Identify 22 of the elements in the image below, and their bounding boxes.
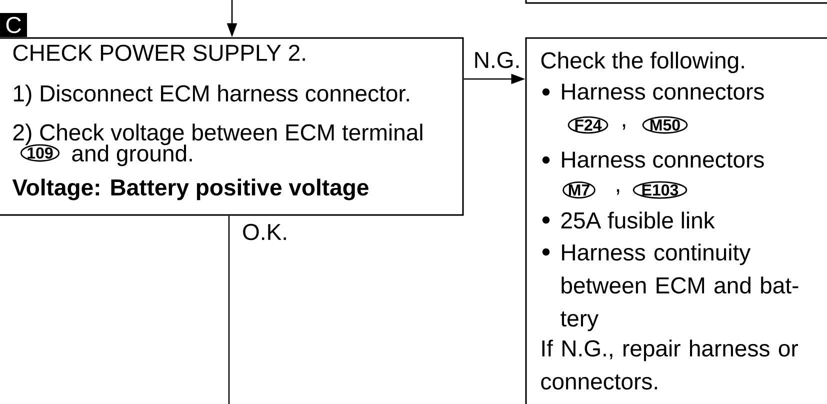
check-item: 25A fusible link <box>561 212 715 229</box>
connector-code: M50 <box>642 116 688 134</box>
edge-label: N.G. <box>472 50 522 70</box>
step-badge: C <box>0 13 28 37</box>
connector-code: F24 <box>568 116 608 134</box>
instruction-text: and ground. <box>72 144 192 166</box>
instruction-text: If N.G., repair harness or connectors. <box>541 340 798 390</box>
connector-code: E103 <box>632 181 688 199</box>
check-item: Harness connectors <box>562 152 764 168</box>
step-title: CHECK POWER SUPPLY 2. <box>13 44 305 61</box>
check-item: Harness continuity between ECM and bat- tery <box>560 244 798 332</box>
comma: , <box>616 189 620 195</box>
edge-label: O.K. <box>241 222 290 242</box>
box <box>525 0 827 4</box>
instruction-text: 1) Disconnect ECM harness connector. <box>14 84 409 106</box>
check-item: Harness connectors <box>562 84 764 100</box>
connector-code: M7 <box>562 182 596 198</box>
spec-text: Voltage: Battery positive voltage <box>12 178 368 200</box>
instruction-text: 2) Check voltage between ECM terminal <box>13 124 422 146</box>
connector-code: 109 <box>20 144 60 162</box>
comma: , <box>622 124 626 130</box>
instruction-text: Check the following. <box>541 52 744 74</box>
